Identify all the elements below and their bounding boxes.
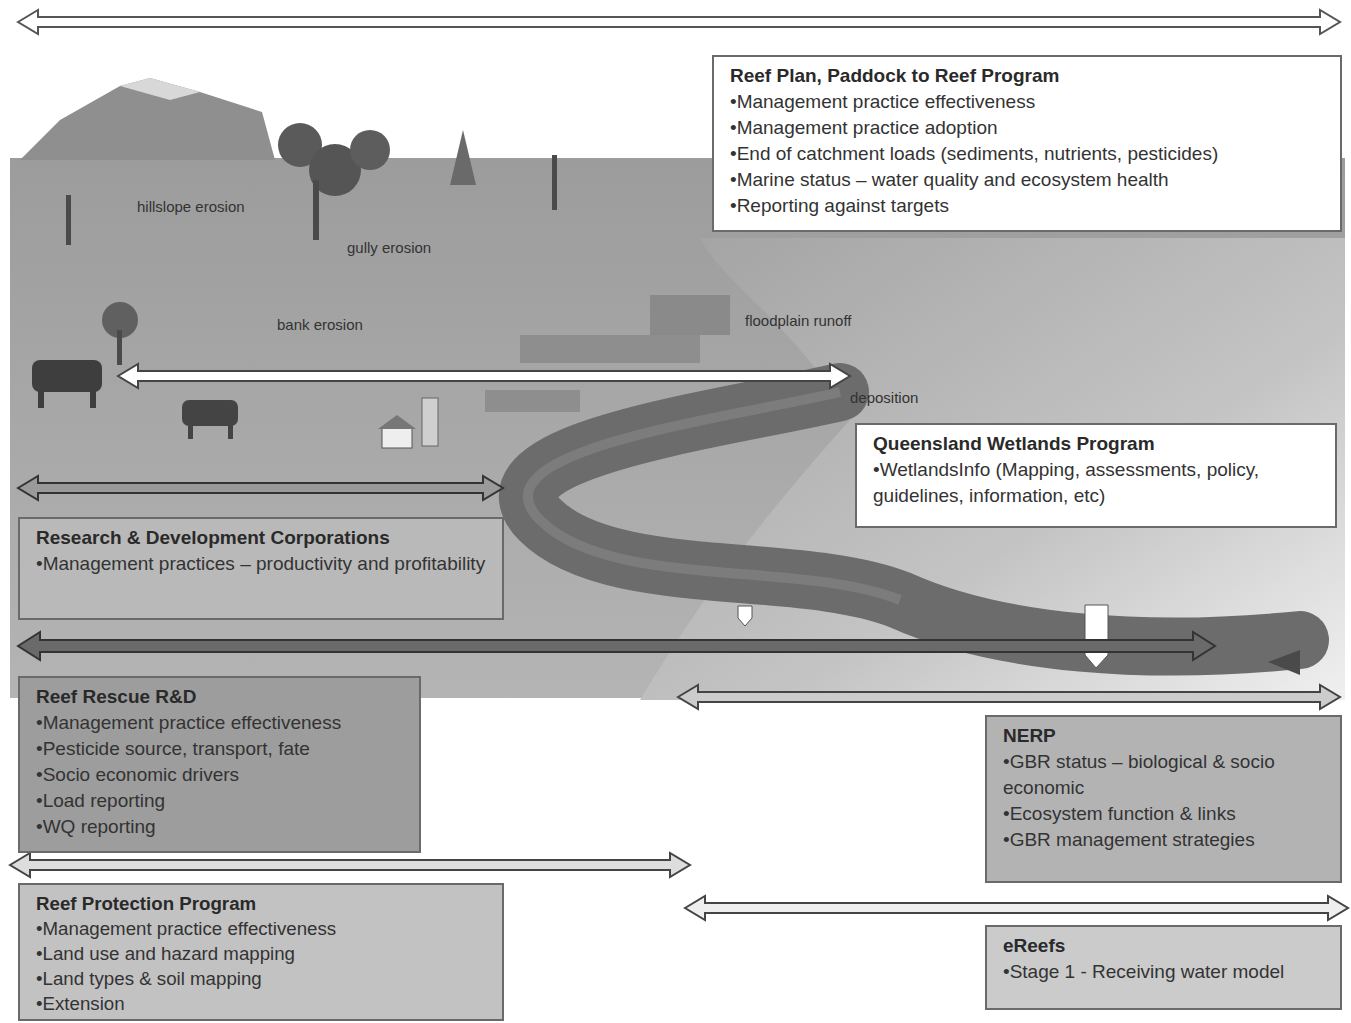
scope-arrow <box>685 896 1348 920</box>
box-heading: Queensland Wetlands Program <box>873 431 1325 457</box>
silo <box>422 398 438 446</box>
box-heading: Reef Rescue R&D <box>36 684 409 710</box>
cow-leg <box>228 424 233 439</box>
bullet-item: •WQ reporting <box>36 814 409 840</box>
box-heading: Reef Protection Program <box>36 891 492 916</box>
bullet-item: •GBR management strategies <box>1003 827 1330 853</box>
tree-trunk <box>117 330 122 365</box>
process-label: floodplain runoff <box>743 312 853 330</box>
bullet-item: •Management practice effectiveness <box>36 916 492 941</box>
tree-trunk <box>313 180 319 240</box>
farmhouse <box>378 398 438 448</box>
program-box: eReefs•Stage 1 - Receiving water model <box>985 925 1342 1010</box>
house <box>382 428 412 448</box>
bullet-item: •End of catchment loads (sediments, nutr… <box>730 141 1330 167</box>
scope-arrow <box>18 10 1340 34</box>
pine-tree <box>450 130 476 185</box>
bullet-item: •Management practice adoption <box>730 115 1330 141</box>
house-roof <box>378 415 416 429</box>
marker <box>738 606 752 626</box>
bullet-item: •Management practice effectiveness <box>730 89 1330 115</box>
palm-trunk <box>66 195 71 245</box>
scope-arrow <box>18 476 503 500</box>
process-label: bank erosion <box>275 316 365 334</box>
process-label: hillslope erosion <box>135 198 247 216</box>
box-heading: Reef Plan, Paddock to Reef Program <box>730 63 1330 89</box>
program-box: Reef Protection Program•Management pract… <box>18 883 504 1021</box>
scope-arrow <box>10 853 690 877</box>
bullet-item: •Reporting against targets <box>730 193 1330 219</box>
cane-field <box>520 335 700 363</box>
marker <box>1085 605 1108 668</box>
cow <box>182 400 238 426</box>
bullet-item: •Pesticide source, transport, fate <box>36 736 409 762</box>
bullet-item: •GBR status – biological & socio economi… <box>1003 749 1330 801</box>
cane-field <box>485 390 580 412</box>
box-heading: NERP <box>1003 723 1330 749</box>
bullet-item: •WetlandsInfo (Mapping, assessments, pol… <box>873 457 1325 509</box>
box-heading: eReefs <box>1003 933 1330 959</box>
program-box: Reef Rescue R&D•Management practice effe… <box>18 676 421 853</box>
bullet-item: •Extension <box>36 991 492 1016</box>
palm-trunk <box>552 155 557 210</box>
tree <box>350 130 390 170</box>
bullet-item: •Management practice effectiveness <box>36 710 409 736</box>
process-label: gully erosion <box>345 239 433 257</box>
bullet-item: •Marine status – water quality and ecosy… <box>730 167 1330 193</box>
cane-field <box>650 295 730 335</box>
river-highlight <box>528 392 900 600</box>
crops <box>485 295 730 412</box>
cow-leg <box>188 424 193 439</box>
scope-arrow <box>678 685 1340 709</box>
scope-arrows <box>10 10 1348 920</box>
bullet-item: •Ecosystem function & links <box>1003 801 1330 827</box>
box-heading: Research & Development Corporations <box>36 525 492 551</box>
program-box: Reef Plan, Paddock to Reef Program•Manag… <box>712 55 1342 232</box>
process-label: deposition <box>848 389 920 407</box>
bullet-item: •Socio economic drivers <box>36 762 409 788</box>
bullet-item: •Management practices – productivity and… <box>36 551 492 577</box>
program-box: Queensland Wetlands Program•WetlandsInfo… <box>855 423 1337 528</box>
fish <box>1268 650 1300 675</box>
bullet-item: •Stage 1 - Receiving water model <box>1003 959 1330 985</box>
bullet-item: •Land types & soil mapping <box>36 966 492 991</box>
program-box: Research & Development Corporations•Mana… <box>18 517 504 620</box>
bullet-item: •Load reporting <box>36 788 409 814</box>
cow-leg <box>38 390 44 408</box>
scope-arrow <box>118 364 850 388</box>
program-box: NERP•GBR status – biological & socio eco… <box>985 715 1342 883</box>
bullet-item: •Land use and hazard mapping <box>36 941 492 966</box>
trees <box>66 123 557 365</box>
cow <box>32 360 102 392</box>
scope-arrow <box>18 632 1215 660</box>
cow-leg <box>90 390 96 408</box>
mountain <box>20 78 275 160</box>
mountain-snow <box>120 78 200 100</box>
